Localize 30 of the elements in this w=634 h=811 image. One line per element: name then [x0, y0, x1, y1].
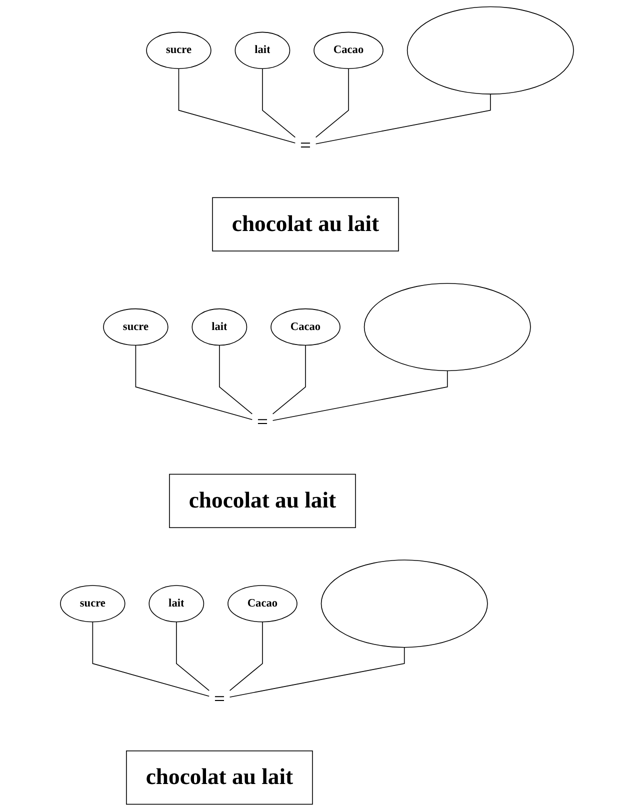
node-ellipse: Cacao [314, 32, 384, 70]
node-ellipse: lait [234, 32, 290, 70]
node-text: = [257, 412, 268, 433]
node-ellipse [364, 282, 531, 372]
connector [262, 68, 296, 138]
connector [219, 344, 253, 414]
node-ellipse: Cacao [270, 308, 340, 346]
connector [176, 621, 210, 691]
node-ellipse: lait [192, 308, 248, 346]
connector [92, 621, 210, 697]
node-ellipse: sucre [103, 308, 168, 346]
node-box: chocolat au lait [126, 750, 313, 805]
node-ellipse: sucre [60, 585, 126, 622]
connector [315, 94, 491, 144]
connector [229, 646, 405, 698]
node-box: chocolat au lait [169, 474, 356, 528]
connector [135, 344, 253, 420]
connector [315, 68, 349, 138]
connector [272, 370, 448, 421]
node-text: = [214, 688, 225, 710]
node-ellipse: lait [148, 585, 204, 622]
node-ellipse [406, 6, 574, 94]
node-ellipse: Cacao [228, 585, 298, 622]
connector [272, 344, 306, 414]
connector [229, 621, 263, 691]
node-ellipse [320, 560, 488, 648]
node-ellipse: sucre [146, 32, 212, 70]
node-text: = [300, 135, 311, 156]
node-box: chocolat au lait [212, 197, 399, 252]
connector [178, 68, 296, 144]
